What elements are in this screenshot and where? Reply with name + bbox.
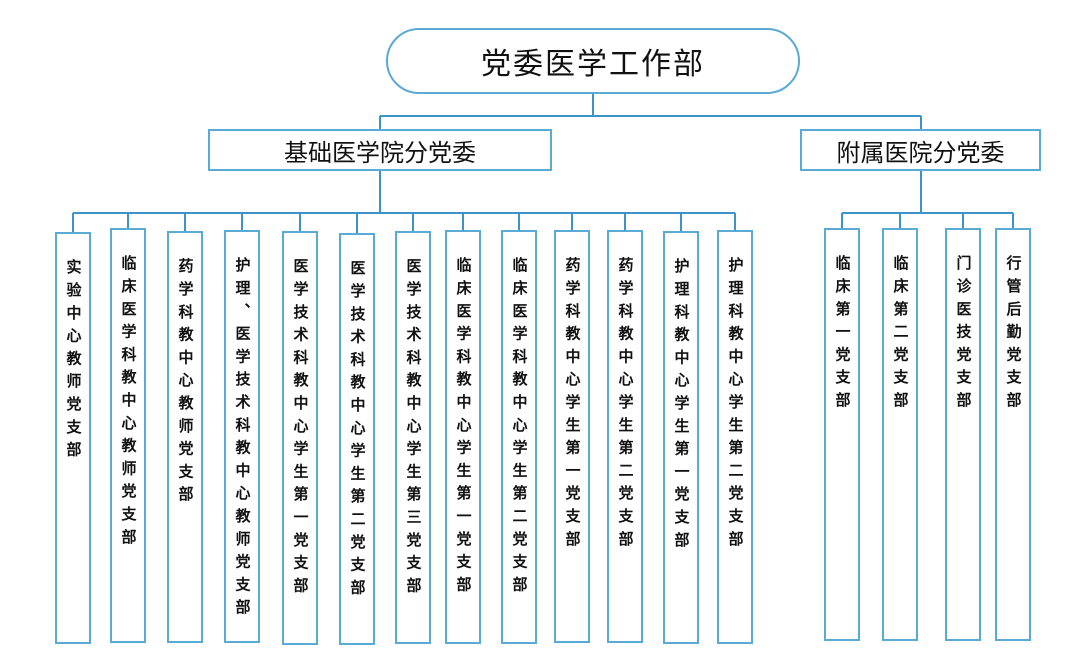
- leaf-node-label: 护理科教中心学生第二党支部: [726, 257, 745, 554]
- leaf-node-label: 临床第二党支部: [891, 255, 910, 415]
- leaf-node: 临床第二党支部: [882, 228, 918, 641]
- root-node-label: 党委医学工作部: [481, 47, 705, 82]
- leaf-node-label: 临床医学科教中心学生第一党支部: [454, 257, 473, 599]
- leaf-node-label: 医学技术科教中心学生第一党支部: [291, 258, 310, 600]
- leaf-node: 临床医学科教中心学生第一党支部: [445, 230, 481, 644]
- leaf-node: 行管后勤党支部: [995, 228, 1031, 641]
- leaf-node-label: 门诊医技党支部: [954, 255, 973, 415]
- leaf-node: 门诊医技党支部: [945, 228, 981, 641]
- root-node: 党委医学工作部: [386, 28, 800, 94]
- leaf-node-label: 行管后勤党支部: [1004, 255, 1023, 415]
- leaf-node: 护理科教中心学生第一党支部: [663, 231, 699, 644]
- leaf-node: 医学技术科教中心学生第三党支部: [395, 231, 431, 644]
- leaf-node-label: 医学技术科教中心学生第三党支部: [404, 258, 423, 600]
- leaf-node: 临床医学科教中心教师党支部: [110, 228, 146, 643]
- leaf-node: 药学科教中心学生第一党支部: [554, 230, 590, 643]
- branch-node-label: 基础医学院分党委: [284, 138, 476, 167]
- leaf-node: 临床第一党支部: [824, 228, 860, 641]
- leaf-node: 医学技术科教中心学生第二党支部: [339, 233, 375, 645]
- branch-node-affiliated-hospital: 附属医院分党委: [800, 129, 1041, 171]
- leaf-node: 护理、医学技术科教中心教师党支部: [224, 230, 260, 643]
- leaf-node-label: 临床医学科教中心学生第二党支部: [510, 257, 529, 599]
- leaf-node-label: 临床医学科教中心教师党支部: [119, 255, 138, 552]
- branch-node-basic-medicine: 基础医学院分党委: [208, 129, 552, 171]
- leaf-node: 临床医学科教中心学生第二党支部: [501, 230, 537, 644]
- leaf-node-label: 护理、医学技术科教中心教师党支部: [233, 257, 252, 622]
- leaf-node-label: 药学科教中心学生第一党支部: [563, 257, 582, 554]
- leaf-node-label: 护理科教中心学生第一党支部: [672, 258, 691, 555]
- branch-node-label: 附属医院分党委: [836, 138, 1005, 167]
- leaf-node: 实验中心教师党支部: [55, 232, 91, 644]
- leaf-node: 药学科教中心教师党支部: [167, 231, 203, 643]
- leaf-node: 药学科教中心学生第二党支部: [607, 230, 643, 643]
- leaf-node-label: 药学科教中心学生第二党支部: [616, 257, 635, 554]
- leaf-node: 护理科教中心学生第二党支部: [717, 230, 753, 644]
- leaf-node-label: 实验中心教师党支部: [64, 259, 83, 465]
- leaf-node-label: 药学科教中心教师党支部: [176, 258, 195, 509]
- leaf-node: 医学技术科教中心学生第一党支部: [282, 231, 318, 645]
- leaf-node-label: 医学技术科教中心学生第二党支部: [348, 260, 367, 602]
- leaf-node-label: 临床第一党支部: [833, 255, 852, 415]
